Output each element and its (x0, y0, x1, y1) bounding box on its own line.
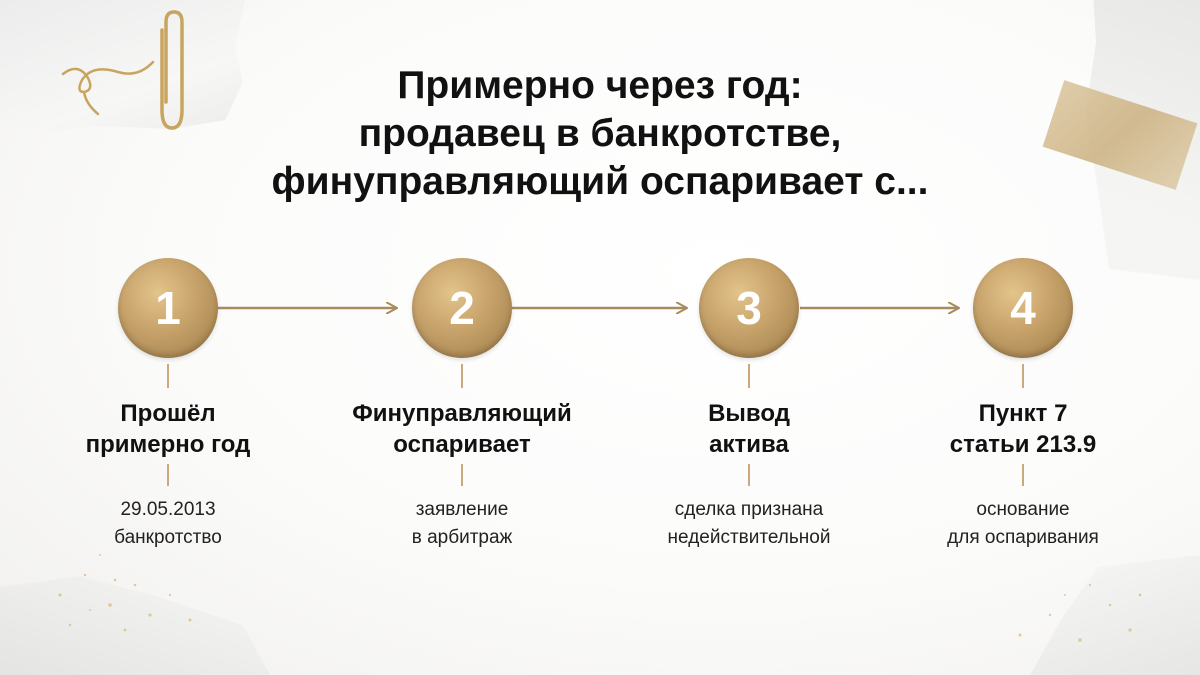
step-1: 1 Прошёл примерно год 29.05.2013 банкрот… (38, 258, 298, 552)
step-title-line: Финуправляющий (352, 400, 572, 427)
step-title-line: Прошёл (120, 400, 216, 427)
step-description: 29.05.2013 банкротство (38, 496, 298, 552)
step-desc-line: 29.05.2013 (120, 499, 216, 520)
step-title-line: Пункт 7 (978, 400, 1068, 427)
step-description: сделка признана недействительной (619, 496, 879, 552)
step-4: 4 Пункт 7 статьи 213.9 основание для осп… (893, 258, 1153, 552)
step-title-line: Вывод (708, 400, 790, 427)
step-3: 3 Вывод актива сделка признана недействи… (619, 258, 879, 552)
step-desc-line: банкротство (114, 527, 222, 548)
step-2: 2 Финуправляющий оспаривает заявление в … (332, 258, 592, 552)
step-title: Пункт 7 статьи 213.9 (893, 398, 1153, 460)
gold-glitter-decoration (1018, 583, 1142, 642)
paperclip-icon (160, 10, 184, 130)
step-title-line: актива (709, 431, 789, 458)
step-divider (748, 364, 750, 388)
step-title: Прошёл примерно год (38, 398, 298, 460)
step-desc-line: для оспаривания (947, 527, 1099, 548)
step-desc-line: заявление (415, 499, 509, 520)
step-number-badge: 2 (412, 258, 512, 358)
step-title-line: статьи 213.9 (949, 431, 1097, 458)
step-desc-line: основание (976, 499, 1070, 520)
step-divider (1022, 464, 1024, 486)
ribbon-decoration-icon (61, 60, 155, 116)
step-number-badge: 3 (699, 258, 799, 358)
step-divider (461, 364, 463, 388)
gold-glitter-decoration (58, 554, 192, 632)
step-description: заявление в арбитраж (332, 496, 592, 552)
title-line: Примерно через год: (397, 64, 803, 107)
step-title-line: оспаривает (393, 431, 531, 458)
step-desc-line: недействительной (667, 527, 831, 548)
step-divider (461, 464, 463, 486)
title-line: продавец в банкротстве, (358, 112, 842, 155)
step-divider (167, 364, 169, 388)
step-number-badge: 4 (973, 258, 1073, 358)
step-description: основание для оспаривания (893, 496, 1153, 552)
title-line: финуправляющий оспаривает с... (271, 160, 929, 203)
slide-title: Примерно через год: продавец в банкротст… (150, 62, 1050, 206)
step-desc-line: в арбитраж (411, 527, 513, 548)
torn-paper-decoration (0, 0, 245, 135)
step-title-line: примерно год (85, 431, 251, 458)
step-divider (748, 464, 750, 486)
step-divider (1022, 364, 1024, 388)
step-title: Вывод актива (619, 398, 879, 460)
step-divider (167, 464, 169, 486)
step-number-badge: 1 (118, 258, 218, 358)
step-title: Финуправляющий оспаривает (332, 398, 592, 460)
step-desc-line: сделка признана (674, 499, 824, 520)
